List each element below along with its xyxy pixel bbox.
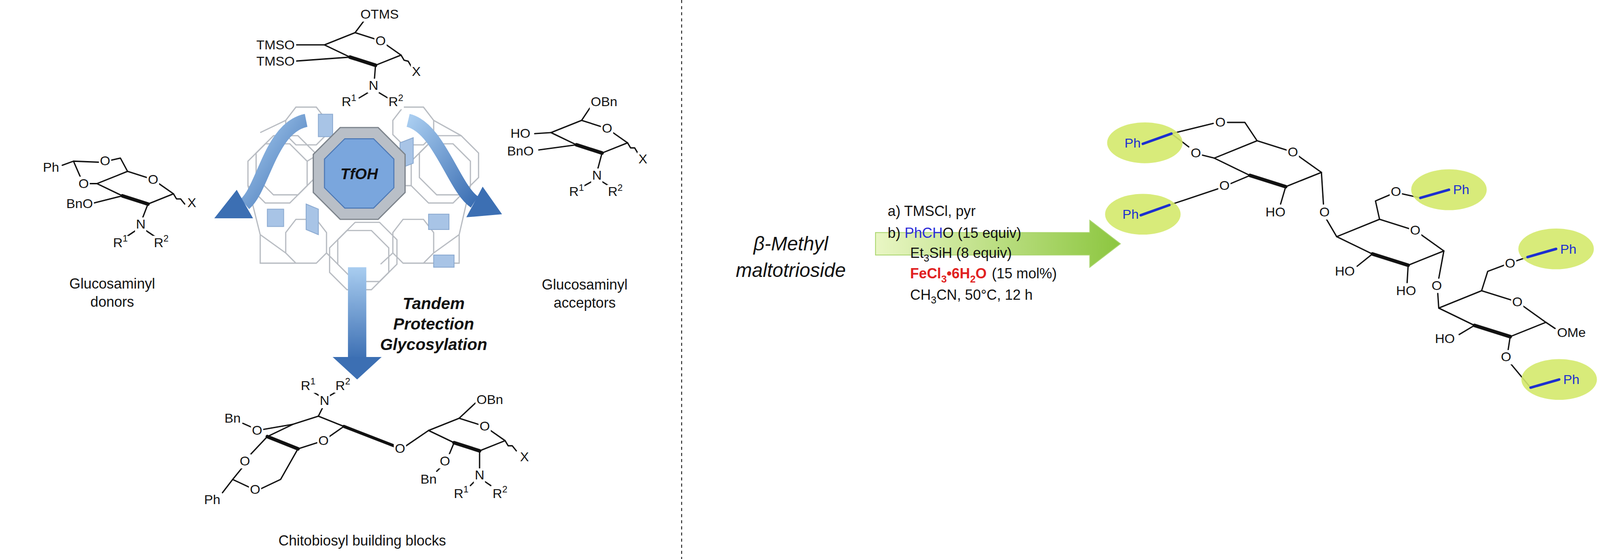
caption: Glucosaminyl donors	[69, 274, 155, 312]
atom-label: R1	[340, 94, 358, 109]
atom-label: HO	[1264, 205, 1287, 220]
node-text: Ph	[1563, 372, 1580, 386]
benzyl-highlight: Ph	[1520, 357, 1599, 401]
atom-label: HO	[1333, 264, 1356, 279]
condition-text: FeCl3•6H2O	[910, 265, 987, 282]
node-text: Ph	[1124, 136, 1141, 150]
atom-label: R2	[606, 184, 624, 199]
atom-label: TMSO	[255, 54, 296, 69]
atom-label: N	[591, 168, 603, 183]
benzyl-highlight: Ph	[1105, 121, 1184, 165]
atom-label: R2	[491, 486, 509, 501]
atom-label: BnO	[506, 143, 535, 158]
atom-label: O	[1214, 115, 1227, 130]
condition-line: b)PhCHO (15 equiv)	[887, 224, 1022, 241]
atom-label: X	[410, 64, 422, 79]
blue-arrows	[214, 120, 503, 380]
atom-label: N	[134, 217, 147, 232]
atom-label: O	[99, 153, 112, 168]
catalyst-pore: TfOH	[312, 126, 407, 221]
atom-label: N	[318, 393, 331, 408]
condition-text: O (15 equiv)	[942, 224, 1022, 241]
node-shape	[1105, 121, 1184, 165]
node-shape	[1520, 357, 1599, 401]
atom-label: N	[473, 468, 486, 483]
atom-label: O	[1511, 294, 1524, 309]
caption: β-Methyl maltotrioside	[736, 230, 846, 283]
atom-label: O	[1318, 205, 1331, 220]
atom-label: HO	[1395, 283, 1418, 298]
atom-label: X	[519, 449, 530, 464]
atom-label: O	[250, 423, 264, 438]
condition-text: b)	[887, 224, 901, 241]
node-text: Ph	[1452, 182, 1470, 196]
atom-label: Bn	[223, 411, 242, 426]
atom-label: O	[478, 419, 491, 434]
atom-label: O	[1409, 223, 1422, 238]
atom-label: O	[374, 33, 388, 48]
atom-label: O	[1389, 184, 1403, 199]
atom-label: O	[317, 433, 330, 448]
condition-line: FeCl3•6H2O(15 mol%)	[910, 265, 1057, 282]
benzyl-highlight: Ph	[1517, 227, 1595, 271]
atom-label: O	[1430, 278, 1444, 293]
atom-label: X	[637, 152, 649, 167]
atom-label: O	[1504, 255, 1517, 270]
atom-label: R1	[452, 486, 470, 501]
atom-label: R1	[299, 378, 317, 393]
atom-label: O	[1286, 145, 1299, 160]
atom-label: R2	[334, 378, 352, 393]
benzyl-highlight: Ph	[1104, 192, 1182, 236]
atom-label: O	[248, 482, 262, 497]
atom-label: TMSO	[255, 37, 296, 52]
atom-label: R1	[112, 235, 129, 250]
atom-label: O	[1499, 349, 1513, 364]
atom-label: Ph	[203, 492, 222, 507]
benzyl-highlight: Ph	[1410, 168, 1488, 212]
atom-label: O	[601, 121, 614, 136]
atom-label: Ph	[41, 160, 61, 175]
atom-label: O	[147, 172, 160, 187]
node-text: Ph	[1560, 242, 1577, 256]
node-shape	[1104, 192, 1182, 236]
condition-text: CH3CN, 50°C, 12 h	[910, 287, 1033, 302]
atom-label: OBn	[589, 94, 619, 109]
condition-text: (15 mol%)	[991, 265, 1058, 282]
atom-label: X	[186, 195, 198, 210]
atom-label: O	[77, 176, 91, 191]
molecule-bonds	[62, 20, 1556, 493]
atom-label: R2	[387, 94, 405, 109]
atom-label: BnO	[65, 196, 94, 211]
atom-label: O	[438, 454, 452, 469]
reaction-arrow	[875, 220, 1121, 268]
atom-label: O	[238, 454, 252, 469]
atom-label: OBn	[475, 392, 504, 407]
condition-text: Et3SiH (8 equiv)	[910, 245, 1012, 261]
caption: Tandem Protection Glycosylation	[380, 293, 488, 355]
divider	[681, 0, 683, 559]
node-shape	[1410, 168, 1488, 212]
node-text: TfOH	[340, 165, 378, 181]
atom-label: O	[1189, 146, 1203, 161]
node-text: Ph	[1122, 207, 1139, 221]
atom-label: HO	[1433, 331, 1456, 346]
atom-label: N	[367, 78, 380, 93]
caption: Chitobiosyl building blocks	[278, 531, 447, 550]
node-shape	[1517, 227, 1595, 271]
atom-label: O	[393, 441, 407, 456]
atom-label: O	[1218, 178, 1232, 193]
atom-label: Bn	[419, 472, 438, 487]
atom-label: R2	[152, 235, 170, 250]
atom-label: R1	[568, 184, 585, 199]
atom-label: OTMS	[359, 7, 400, 22]
condition-text: a) TMSCl, pyr	[887, 203, 976, 219]
condition-text: PhCH	[904, 224, 943, 241]
atom-label: HO	[509, 126, 532, 141]
caption: Glucosaminyl acceptors	[542, 274, 628, 313]
atom-label: OMe	[1555, 325, 1587, 340]
